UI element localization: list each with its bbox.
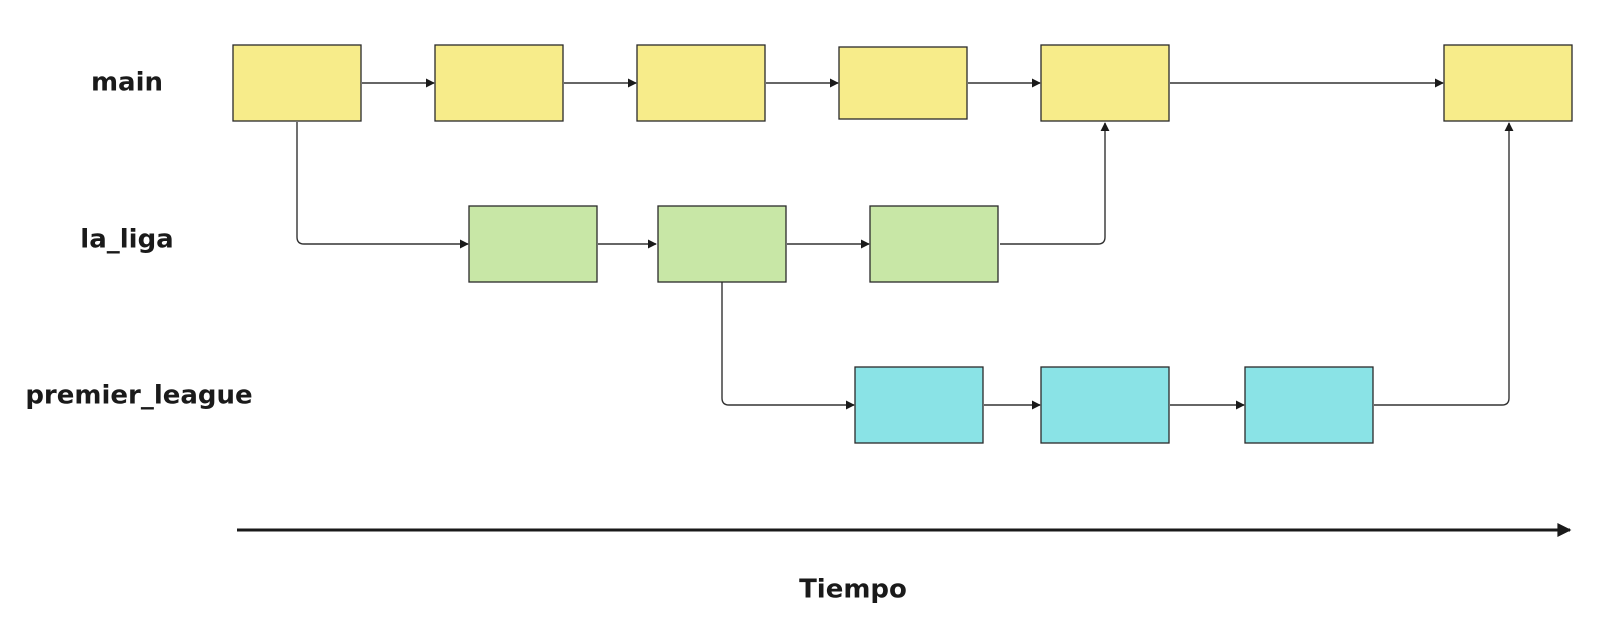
branch-la-liga-commits (468, 205, 999, 283)
branch-label-premier-league: premier_league (25, 381, 252, 411)
commit-main-1 (232, 44, 362, 122)
link-merge-premier-league-main (1374, 122, 1514, 406)
branch-premier-league-commits (854, 366, 1374, 444)
commit-la-liga-3 (869, 205, 999, 283)
commit-main-3 (636, 44, 766, 122)
link-branch-off-main-la-liga (296, 122, 469, 249)
link-branch-off-la-liga-premier-league (721, 282, 855, 410)
branch-main-commits (232, 44, 1573, 122)
commit-main-6 (1443, 44, 1573, 122)
commit-premier-league-2 (1040, 366, 1170, 444)
commit-main-2 (434, 44, 564, 122)
commit-links (296, 78, 1514, 410)
commit-premier-league-1 (854, 366, 984, 444)
time-axis-label: Tiempo (799, 575, 907, 605)
commit-la-liga-2 (657, 205, 787, 283)
branch-label-main: main (91, 68, 163, 98)
commit-main-5 (1040, 44, 1170, 122)
commit-la-liga-1 (468, 205, 598, 283)
commit-premier-league-3 (1244, 366, 1374, 444)
branch-label-la-liga: la_liga (80, 225, 173, 255)
link-merge-la-liga-main (1000, 122, 1110, 245)
commit-main-4 (838, 46, 968, 120)
